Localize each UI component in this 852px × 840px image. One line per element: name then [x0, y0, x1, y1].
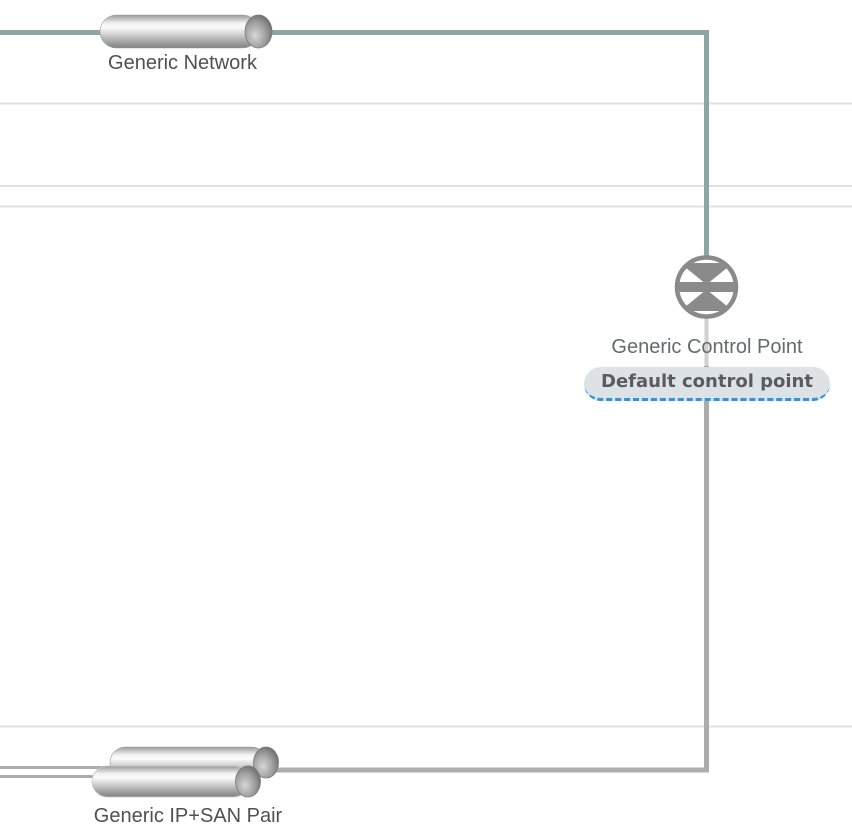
double-cylinder-icon: [91, 746, 279, 798]
node-label-generic-control-point: Generic Control Point: [611, 336, 803, 358]
node-label-generic-network: Generic Network: [108, 52, 257, 74]
node-generic-ip-san-pair[interactable]: [91, 746, 279, 798]
node-generic-control-point[interactable]: [674, 255, 739, 319]
link-control-point-to-ip-san-pair[interactable]: [276, 366, 709, 773]
link-network-to-control-point[interactable]: [0, 30, 709, 259]
node-label-generic-ip-san-pair: Generic IP+SAN Pair: [93, 805, 283, 827]
node-generic-network[interactable]: [99, 14, 273, 49]
cylinder-icon: [99, 14, 273, 49]
bowtie-circle-icon: [674, 255, 739, 319]
canvas-gridlines: [0, 102, 852, 728]
control-point-default-badge[interactable]: Default control point: [584, 367, 830, 401]
